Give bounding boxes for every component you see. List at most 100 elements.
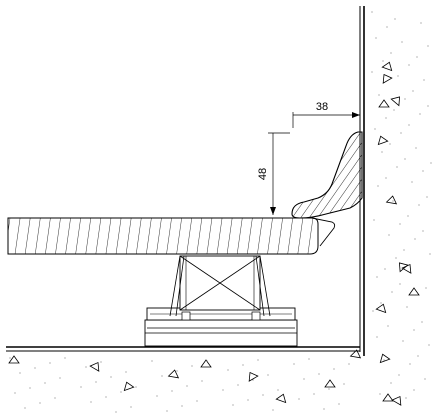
aggregate-speck bbox=[413, 329, 415, 331]
aggregate-speck bbox=[44, 382, 46, 384]
aggregate-speck bbox=[386, 26, 388, 28]
aggregate-speck bbox=[396, 166, 398, 168]
aggregate-speck bbox=[422, 170, 424, 172]
aggregate-speck bbox=[399, 283, 401, 285]
aggregate-speck bbox=[206, 360, 208, 362]
aggregate-speck bbox=[135, 386, 137, 388]
aggregate-speck bbox=[176, 370, 178, 372]
concrete-floor bbox=[6, 346, 363, 413]
support-base bbox=[144, 307, 298, 347]
aggregate-speck bbox=[257, 359, 259, 361]
aggregate-speck bbox=[380, 302, 382, 304]
aggregate-speck bbox=[196, 400, 198, 402]
aggregate-speck bbox=[372, 310, 374, 312]
aggregate-speck bbox=[394, 18, 396, 20]
aggregate-speck bbox=[242, 364, 244, 366]
aggregate-speck bbox=[417, 355, 419, 357]
aggregate-speck bbox=[39, 402, 41, 404]
aggregate-speck bbox=[397, 75, 399, 77]
aggregate-speck bbox=[54, 397, 56, 399]
aggregate-speck bbox=[389, 143, 391, 145]
concrete-wall bbox=[359, 6, 432, 406]
aggregate-speck bbox=[398, 374, 400, 376]
dimension-vertical-label: 48 bbox=[257, 168, 269, 180]
aggregate-speck bbox=[171, 390, 173, 392]
aggregate-mark bbox=[121, 380, 135, 391]
aggregate-speck bbox=[201, 380, 203, 382]
aggregate-speck bbox=[412, 90, 414, 92]
aggregate-speck bbox=[130, 406, 132, 408]
aggregate-speck bbox=[90, 401, 92, 403]
aggregate-speck bbox=[383, 359, 385, 361]
aggregate-speck bbox=[420, 22, 422, 24]
aggregate-mark bbox=[382, 393, 394, 402]
aggregate-speck bbox=[427, 45, 429, 47]
aggregate-speck bbox=[408, 124, 410, 126]
aggregate-speck bbox=[247, 399, 249, 401]
aggregate-speck bbox=[343, 383, 345, 385]
aggregate-mark bbox=[8, 355, 20, 364]
aggregate-speck bbox=[428, 344, 430, 346]
aggregate-speck bbox=[399, 223, 401, 225]
dimension-vertical: 48 bbox=[257, 132, 290, 215]
aggregate-speck bbox=[395, 257, 397, 259]
aggregate-speck bbox=[411, 181, 413, 183]
aggregate-speck bbox=[24, 407, 26, 409]
aggregate-speck bbox=[371, 71, 373, 73]
aggregate-speck bbox=[318, 373, 320, 375]
aggregate-speck bbox=[410, 272, 412, 274]
aggregate-speck bbox=[426, 196, 428, 198]
aggregate-speck bbox=[161, 375, 163, 377]
aggregate-speck bbox=[384, 268, 386, 270]
aggregate-mark bbox=[168, 368, 181, 379]
pedestal-jack bbox=[169, 255, 271, 321]
aggregate-mark bbox=[390, 93, 404, 106]
aggregate-speck bbox=[400, 132, 402, 134]
aggregate-speck bbox=[374, 128, 376, 130]
aggregate-speck bbox=[408, 64, 410, 66]
aggregate-speck bbox=[29, 387, 31, 389]
aggregate-speck bbox=[387, 325, 389, 327]
aggregate-speck bbox=[413, 389, 415, 391]
aggregate-speck bbox=[85, 366, 87, 368]
aggregate-speck bbox=[425, 287, 427, 289]
aggregate-mark bbox=[89, 359, 103, 372]
aggregate-speck bbox=[328, 388, 330, 390]
aggregate-mark bbox=[391, 393, 405, 406]
aggregate-speck bbox=[9, 357, 11, 359]
aggregate-speck bbox=[421, 321, 423, 323]
aggregate-speck bbox=[303, 378, 305, 380]
aggregate-speck bbox=[115, 411, 117, 413]
aggregate-speck bbox=[376, 276, 378, 278]
aggregate-speck bbox=[401, 41, 403, 43]
aggregate-speck bbox=[371, 11, 373, 13]
aggregate-speck bbox=[313, 393, 315, 395]
aggregate-speck bbox=[416, 56, 418, 58]
aggregate-speck bbox=[156, 395, 158, 397]
aggregate-speck bbox=[237, 384, 239, 386]
aggregate-speck bbox=[333, 368, 335, 370]
aggregate-speck bbox=[430, 162, 432, 164]
aggregate-speck bbox=[379, 393, 381, 395]
aggregate-speck bbox=[392, 200, 394, 202]
aggregate-speck bbox=[390, 382, 392, 384]
aggregate-speck bbox=[95, 381, 97, 383]
aggregate-mark bbox=[275, 392, 289, 403]
deck-board bbox=[7, 217, 336, 255]
aggregate-speck bbox=[191, 365, 193, 367]
aggregate-speck bbox=[393, 109, 395, 111]
aggregate-speck bbox=[406, 306, 408, 308]
aggregate-mark bbox=[375, 302, 389, 313]
aggregate-speck bbox=[385, 177, 387, 179]
dimension-horizontal-label: 38 bbox=[316, 101, 328, 113]
aggregate-speck bbox=[49, 362, 51, 364]
aggregate-mark bbox=[401, 261, 415, 274]
aggregate-speck bbox=[378, 94, 380, 96]
aggregate-speck bbox=[59, 377, 61, 379]
aggregate-mark bbox=[381, 60, 395, 71]
aggregate-speck bbox=[419, 113, 421, 115]
aggregate-speck bbox=[227, 369, 229, 371]
aggregate-speck bbox=[429, 253, 431, 255]
aggregate-speck bbox=[110, 376, 112, 378]
